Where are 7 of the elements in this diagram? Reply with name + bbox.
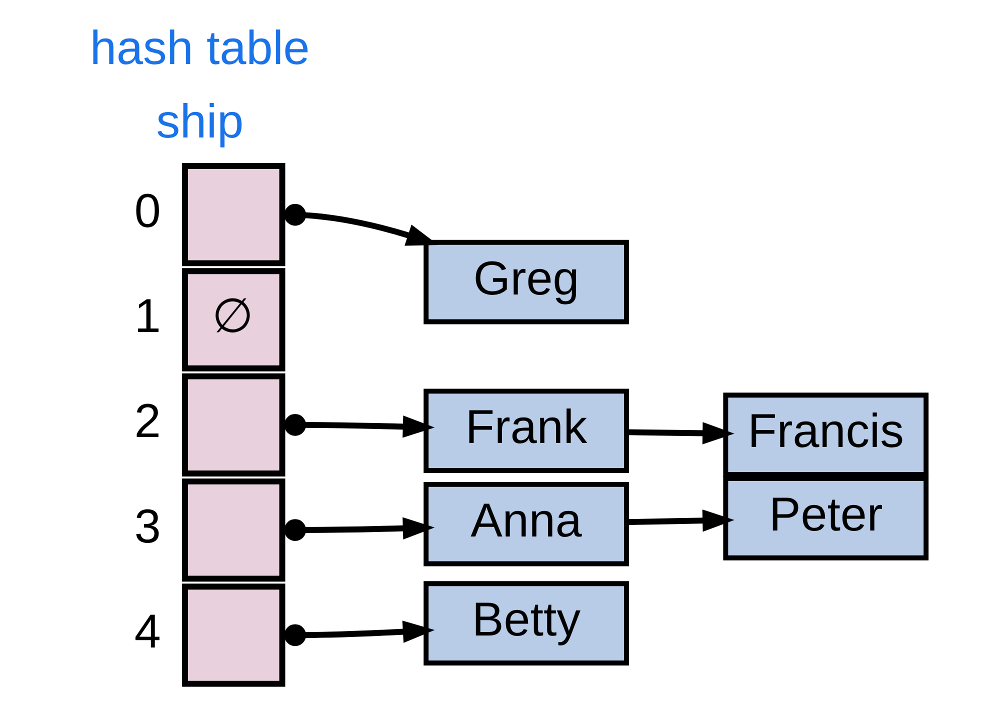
label: ship bbox=[156, 96, 244, 149]
node-label: 4 bbox=[134, 606, 161, 659]
node-label: 1 bbox=[134, 290, 161, 344]
label: hash table bbox=[90, 22, 310, 76]
node-label: 0 bbox=[134, 184, 161, 238]
node-label: 3 bbox=[134, 500, 161, 554]
node-label: 2 bbox=[134, 395, 161, 448]
